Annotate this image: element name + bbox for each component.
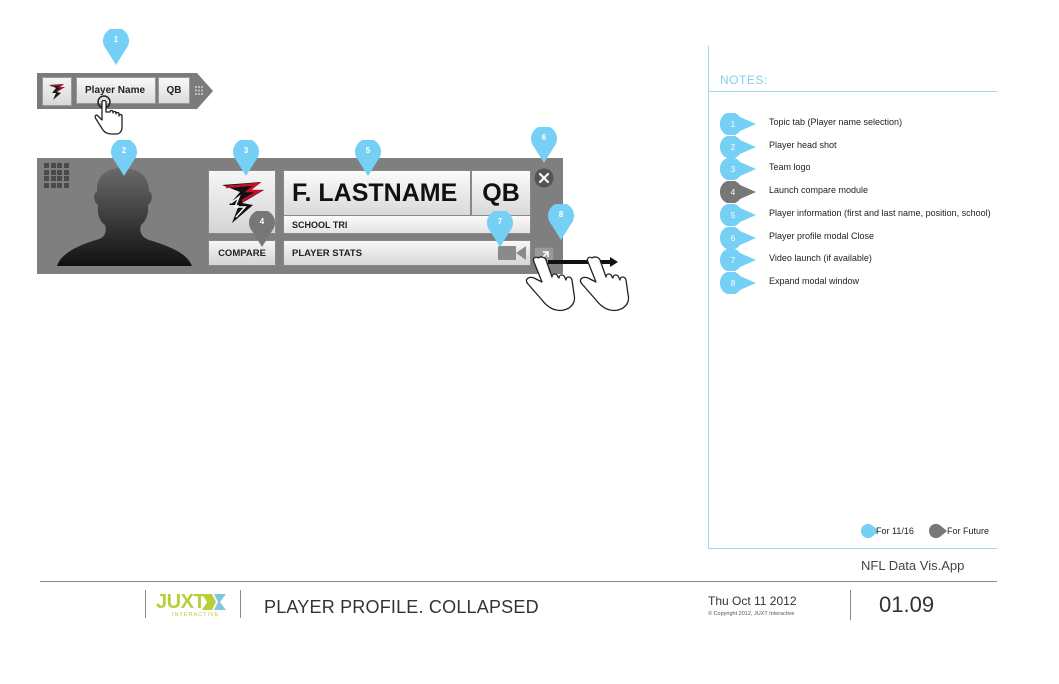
note-item: 5 Player information (first and last name…	[720, 203, 1020, 226]
svg-text:5: 5	[731, 211, 736, 220]
legend-future-marker	[929, 524, 947, 538]
notes-bottom-rule	[709, 548, 997, 549]
note-marker: 6	[720, 226, 756, 249]
callout-marker-6: 6	[531, 125, 557, 163]
falcons-logo-icon	[222, 182, 264, 223]
svg-text:2: 2	[731, 143, 736, 152]
copyright: © Copyright 2012, JUXT Interactive	[708, 611, 795, 617]
callout-marker-1: 1	[103, 27, 129, 66]
player-position: QB	[471, 170, 531, 216]
video-camera-icon[interactable]	[498, 245, 526, 261]
tap-gesture-icon	[94, 95, 123, 135]
player-school: SCHOOL TRI	[283, 216, 531, 234]
callout-marker-4: 4	[249, 209, 275, 247]
svg-text:1: 1	[731, 120, 736, 129]
svg-text:6: 6	[731, 234, 736, 243]
player-name: F. LASTNAME	[283, 170, 471, 216]
note-item: 8 Expand modal window	[720, 271, 1020, 294]
page-title: PLAYER PROFILE. COLLAPSED	[264, 597, 539, 617]
falcons-logo-icon	[49, 83, 65, 100]
note-marker: 5	[720, 203, 756, 226]
notes-title: NOTES:	[720, 73, 768, 87]
swipe-gesture-icon	[525, 256, 630, 312]
juxt-logo-mark-icon	[202, 594, 226, 610]
topic-tab-player-name[interactable]: Player Name	[76, 77, 156, 104]
legend-current-marker	[861, 524, 879, 538]
juxt-logo: JUXT INTERACTIVE	[152, 591, 234, 619]
note-marker: 1	[720, 113, 756, 135]
doc-date: Thu Oct 11 2012	[708, 594, 797, 608]
notes-legend: For 11/16 For Future	[861, 523, 1001, 539]
callout-marker-2: 2	[111, 138, 137, 176]
compare-button[interactable]: COMPARE	[208, 240, 276, 266]
drag-grip-icon[interactable]	[195, 86, 203, 95]
note-marker: 8	[720, 271, 756, 294]
note-marker: 7	[720, 249, 756, 272]
note-item: 4 Launch compare module	[720, 181, 1020, 204]
topic-tab-team-logo	[42, 77, 72, 106]
close-icon[interactable]	[534, 168, 554, 188]
callout-marker-5: 5	[355, 138, 381, 176]
logo-right-divider	[240, 590, 241, 618]
topic-tab-position: QB	[158, 77, 190, 104]
note-text: Player information (first and last name,…	[769, 207, 991, 218]
callout-marker-3: 3	[233, 138, 259, 176]
note-item: 7 Video launch (if available)	[720, 249, 1020, 272]
note-item: 1 Topic tab (Player name selection)	[720, 113, 1020, 135]
note-text: Player head shot	[769, 139, 837, 150]
note-item: 6 Player profile modal Close	[720, 226, 1020, 249]
logo-left-divider	[145, 590, 146, 618]
note-text: Launch compare module	[769, 185, 869, 196]
legend-current-label: For 11/16	[876, 526, 914, 536]
note-text: Player profile modal Close	[769, 230, 875, 241]
note-text: Team logo	[769, 162, 811, 173]
note-marker: 2	[720, 135, 756, 158]
page-number: 01.09	[879, 592, 935, 617]
note-marker: 4	[720, 181, 756, 204]
player-stats-bar[interactable]: PLAYER STATS	[283, 240, 531, 266]
note-text: Topic tab (Player name selection)	[769, 117, 903, 127]
topic-tab-arrow	[197, 73, 213, 109]
page-number-divider	[850, 590, 851, 620]
notes-title-rule	[709, 91, 997, 92]
svg-text:4: 4	[731, 188, 736, 197]
note-marker: 3	[720, 158, 756, 181]
legend-future-label: For Future	[947, 526, 990, 536]
notes-divider	[708, 46, 709, 549]
svg-text:3: 3	[731, 165, 736, 174]
callout-marker-7: 7	[487, 209, 513, 247]
player-headshot	[57, 167, 192, 266]
svg-text:7: 7	[731, 256, 736, 265]
callout-marker-8: 8	[548, 202, 574, 240]
svg-text:8: 8	[731, 279, 736, 288]
note-text: Expand modal window	[769, 275, 860, 286]
footer-rule	[40, 581, 997, 582]
grid-menu-icon[interactable]	[44, 163, 69, 188]
app-name: NFL Data Vis.App	[861, 558, 965, 573]
note-item: 3 Team logo	[720, 158, 1020, 181]
note-item: 2 Player head shot	[720, 135, 1020, 158]
note-text: Video launch (if available)	[769, 253, 872, 264]
